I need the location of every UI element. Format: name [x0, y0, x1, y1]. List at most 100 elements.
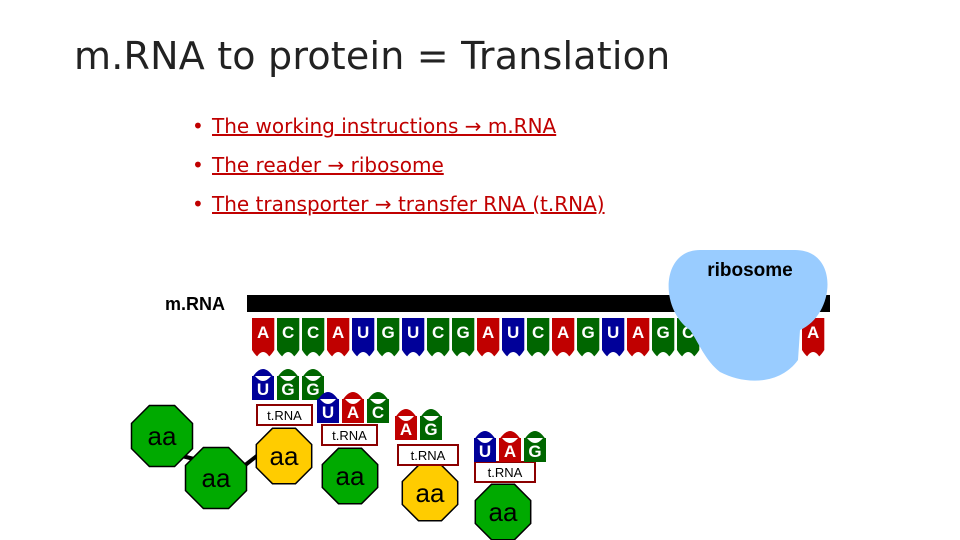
amino-acid-label: aa — [202, 463, 231, 493]
anticodon-base: U — [474, 431, 496, 462]
bullet-text[interactable]: The reader → ribosome — [212, 153, 444, 177]
ribosome-shape — [668, 250, 828, 381]
base-tab — [317, 392, 339, 401]
base-block — [367, 399, 389, 423]
base-letter: C — [307, 323, 319, 342]
amino-acid-shape — [184, 446, 248, 510]
amino-acid-label: aa — [336, 461, 365, 491]
mrna-base: A — [477, 318, 500, 362]
base-notch — [655, 352, 672, 362]
base-block — [527, 318, 550, 342]
base-tab — [627, 342, 650, 359]
base-block — [577, 318, 600, 342]
base-block — [602, 318, 625, 342]
base-tab — [302, 369, 324, 378]
base-letter: A — [632, 323, 644, 342]
base-letter: C — [532, 323, 544, 342]
base-notch — [605, 352, 622, 362]
anticodon-base: G — [277, 369, 299, 400]
mrna-base: C — [527, 318, 550, 362]
base-notch — [305, 352, 322, 362]
trna-label: t.RNA — [267, 408, 302, 423]
mrna-base: C — [427, 318, 450, 362]
base-notch — [398, 416, 414, 421]
base-block — [627, 318, 650, 342]
mrna-base: G — [377, 318, 400, 362]
base-letter: U — [479, 442, 491, 461]
base-letter: C — [432, 323, 444, 342]
base-tab — [302, 342, 325, 359]
mrna-base: G — [452, 318, 475, 362]
base-letter: A — [332, 323, 344, 342]
base-notch — [423, 416, 439, 421]
mrna-base: C — [302, 318, 325, 362]
bullet-list: • The working instructions → m.RNA • The r… — [192, 112, 605, 229]
base-letter: G — [528, 442, 541, 461]
base-letter: U — [507, 323, 519, 342]
base-notch — [430, 352, 447, 362]
base-tab — [552, 342, 575, 359]
base-letter: G — [306, 380, 319, 399]
base-notch — [477, 438, 493, 443]
base-block — [352, 318, 375, 342]
bullet-text[interactable]: The working instructions → m.RNA — [212, 114, 557, 138]
base-letter: G — [582, 323, 595, 342]
base-letter: A — [400, 420, 412, 439]
base-letter: G — [382, 323, 395, 342]
base-letter: G — [424, 420, 437, 439]
base-tab — [499, 431, 521, 440]
page-title: m.RNA to protein = Translation — [74, 34, 671, 78]
base-tab — [420, 409, 442, 418]
mrna-base: G — [652, 318, 675, 362]
base-block — [452, 318, 475, 342]
anticodon-base: G — [524, 431, 546, 462]
anticodon-base: U — [252, 369, 274, 400]
base-notch — [555, 352, 572, 362]
base-notch — [502, 438, 518, 443]
bullet-dot: • — [192, 114, 204, 138]
base-letter: A — [504, 442, 516, 461]
bullet-item: • The transporter → transfer RNA (t.RNA) — [192, 190, 605, 229]
bullet-text[interactable]: The transporter → transfer RNA (t.RNA) — [212, 192, 605, 216]
base-notch — [530, 352, 547, 362]
base-letter: C — [282, 323, 294, 342]
trna-body — [397, 444, 459, 466]
bullet-dot: • — [192, 192, 204, 216]
anticodon-base: G — [420, 409, 442, 440]
base-block — [317, 399, 339, 423]
mrna-base: A — [252, 318, 275, 362]
base-letter: G — [281, 380, 294, 399]
base-tab — [252, 369, 274, 378]
base-notch — [405, 352, 422, 362]
base-block — [402, 318, 425, 342]
mrna-base: G — [577, 318, 600, 362]
base-block — [395, 416, 417, 440]
base-letter: C — [372, 403, 384, 422]
base-notch — [455, 352, 472, 362]
base-tab — [427, 342, 450, 359]
trna-body — [321, 424, 378, 446]
base-block — [252, 376, 274, 400]
base-block — [427, 318, 450, 342]
base-tab — [402, 342, 425, 359]
anticodon-base: A — [342, 392, 364, 423]
base-tab — [602, 342, 625, 359]
mrna-base: U — [602, 318, 625, 362]
base-letter: A — [807, 323, 819, 342]
base-tab — [577, 342, 600, 359]
base-tab — [502, 342, 525, 359]
anticodon-base: A — [395, 409, 417, 440]
base-letter: U — [357, 323, 369, 342]
base-tab — [327, 342, 350, 359]
base-letter: U — [257, 380, 269, 399]
base-letter: A — [347, 403, 359, 422]
base-tab — [352, 342, 375, 359]
base-tab — [367, 392, 389, 401]
amino-acid-shape — [130, 404, 194, 468]
base-notch — [680, 352, 697, 362]
base-block — [499, 438, 521, 462]
base-notch — [305, 376, 321, 381]
